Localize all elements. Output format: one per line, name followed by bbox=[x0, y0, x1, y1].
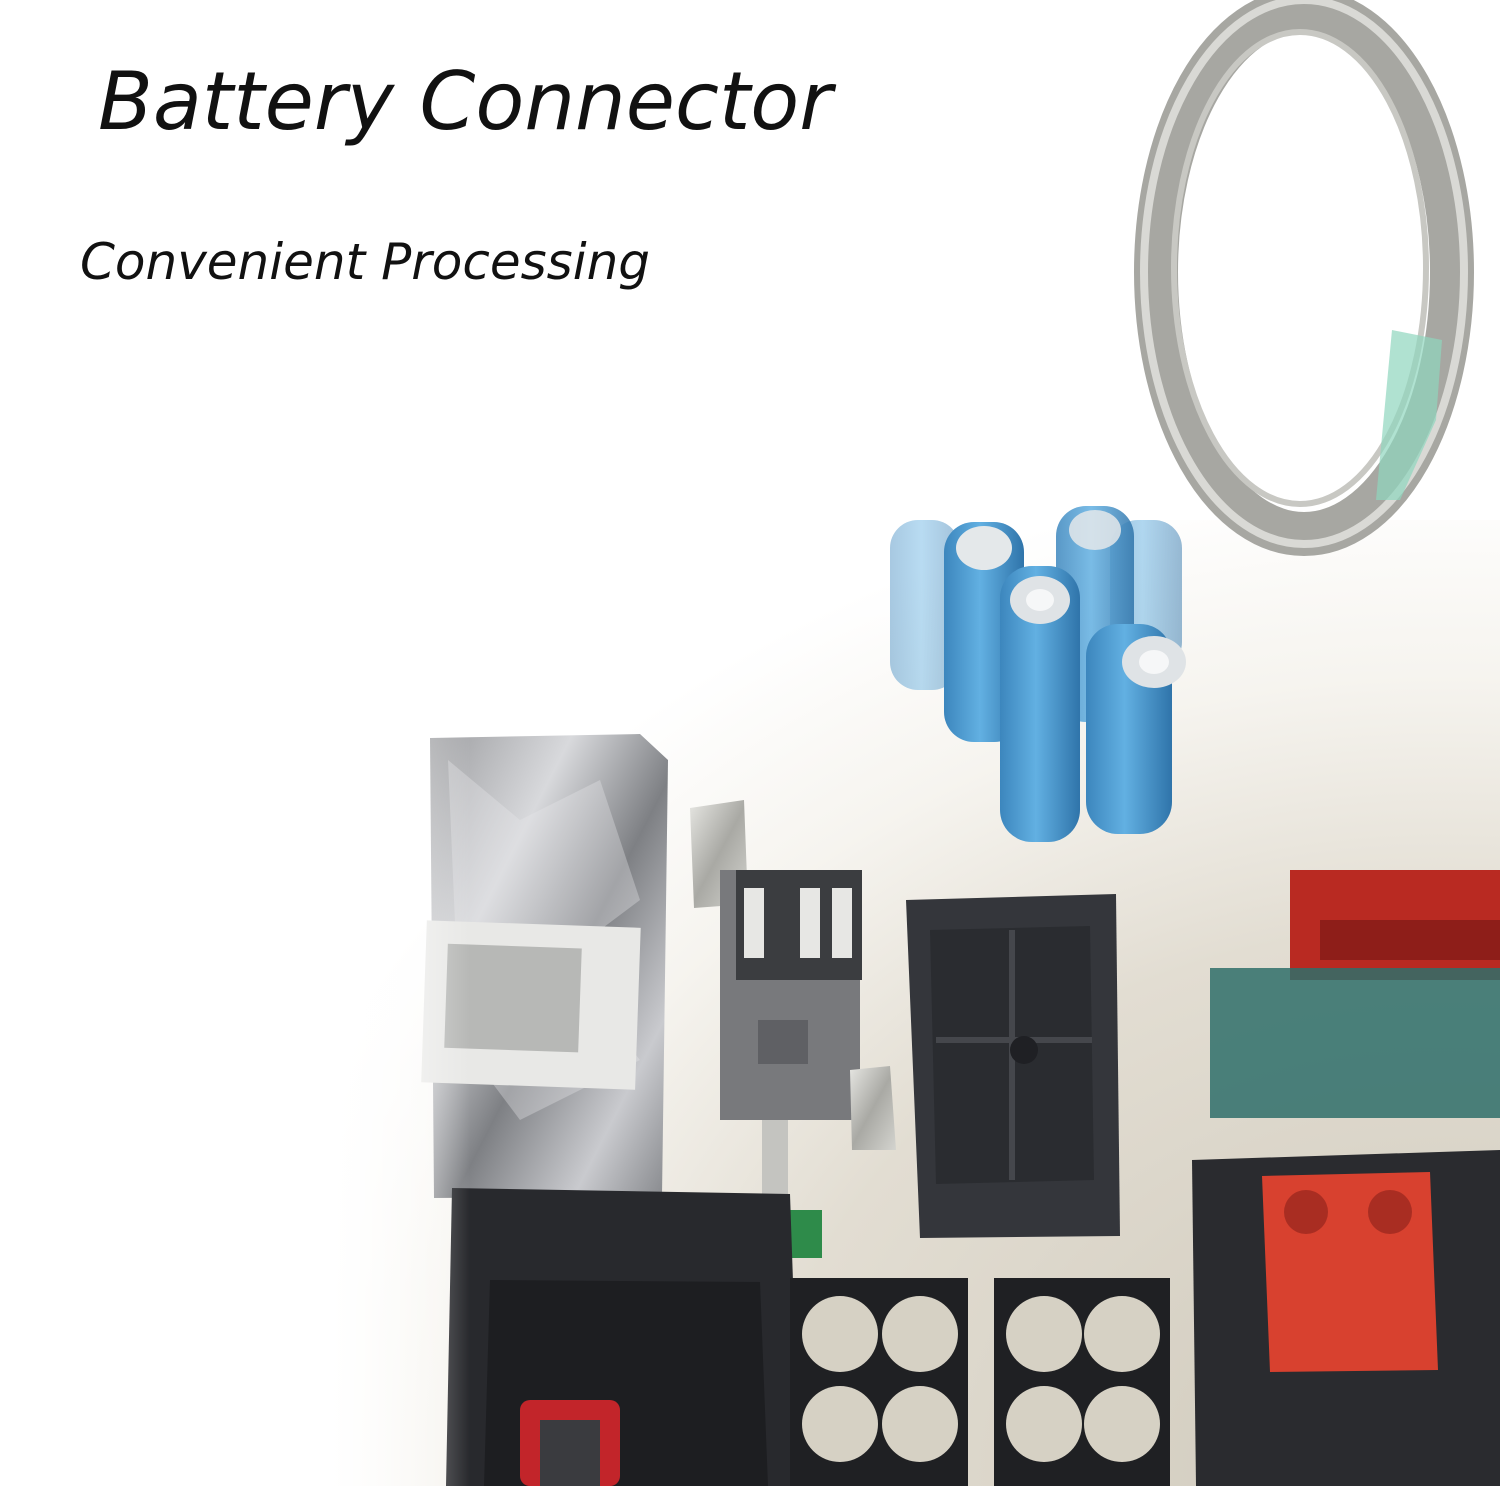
cell-bracket-icon bbox=[790, 1278, 1170, 1486]
subheadline: Convenient Processing bbox=[80, 233, 651, 291]
battery-cover-icon bbox=[906, 894, 1120, 1238]
battery-indicator-icon bbox=[1210, 870, 1500, 1118]
headline: Battery Connector bbox=[98, 55, 833, 148]
battery-case-icon bbox=[446, 1188, 800, 1486]
shrink-wrap-bag-icon bbox=[421, 734, 668, 1198]
battery-housing-icon bbox=[1192, 1150, 1500, 1486]
nickel-strip-roll-icon bbox=[1134, 0, 1474, 556]
bms-board-icon bbox=[690, 800, 896, 1258]
lithium-cells-icon bbox=[890, 506, 1186, 842]
